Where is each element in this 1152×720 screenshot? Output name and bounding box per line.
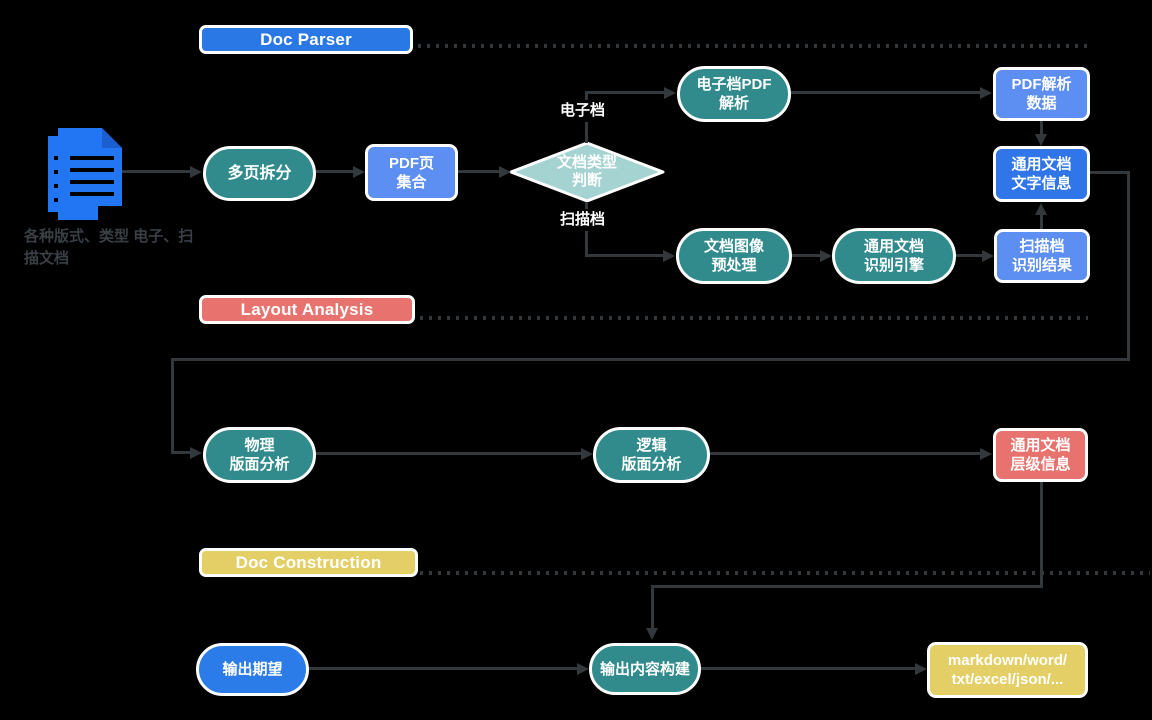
node-doc-type-decision-line1: 文档类型 xyxy=(556,154,617,171)
connector-decision-epdf xyxy=(585,91,665,94)
layout-analysis-dotted-rule xyxy=(420,316,1088,320)
branch-label-electronic: 电子档 xyxy=(556,100,610,122)
connector-decision-preprocess xyxy=(585,254,664,257)
node-epdf-parse-line2: 解析 xyxy=(718,95,749,112)
connector-physical-logical xyxy=(316,452,582,455)
arrowhead-icon-split xyxy=(190,166,202,178)
connector-icon-split xyxy=(122,170,191,173)
doc-construction-dotted-rule xyxy=(420,571,1150,575)
document-stack-icon xyxy=(46,126,126,227)
connector-logical-hierarchy xyxy=(710,452,981,455)
connector-preprocess-ocr xyxy=(792,254,822,257)
section-header-layout-analysis-label: Layout Analysis xyxy=(240,299,374,319)
node-output-formats: markdown/word/ txt/excel/json/... xyxy=(927,642,1088,698)
connector-epdf-parsedata xyxy=(791,91,981,94)
arrowhead-preprocess-ocr xyxy=(820,250,832,262)
node-output-build: 输出内容构建 xyxy=(589,643,701,695)
arrowhead-pdfpages-decision xyxy=(499,166,511,178)
node-image-preprocess-line1: 文档图像 xyxy=(703,238,764,255)
node-doc-text-info: 通用文档 文字信息 xyxy=(993,146,1090,202)
arrowhead-decision-epdf xyxy=(664,87,676,99)
section-header-layout-analysis: Layout Analysis xyxy=(199,295,415,324)
node-doc-type-decision: 文档类型 判断 xyxy=(508,141,666,203)
node-pdf-page-collection-line1: PDF页 xyxy=(388,154,434,172)
branch-label-electronic-text: 电子档 xyxy=(560,102,606,119)
source-doc-caption-line1: 各种版式、类型 xyxy=(24,228,130,245)
node-logical-layout-line1: 逻辑 xyxy=(636,437,667,454)
node-physical-layout: 物理 版面分析 xyxy=(203,427,316,483)
arrowhead-parsedata-textinfo xyxy=(1035,134,1047,146)
connector-parsedata-textinfo xyxy=(1040,121,1043,136)
node-logical-layout: 逻辑 版面分析 xyxy=(593,427,710,483)
node-ocr-engine-line1: 通用文档 xyxy=(863,238,924,255)
node-pdf-parse-data-line2: 数据 xyxy=(1026,95,1057,112)
node-pdf-page-collection: PDF页 集合 xyxy=(365,144,458,201)
node-output-formats-line1: markdown/word/ xyxy=(947,652,1068,669)
node-scan-result: 扫描档 识别结果 xyxy=(994,229,1090,283)
node-epdf-parse-line1: 电子档PDF xyxy=(696,76,772,93)
node-physical-layout-line2: 版面分析 xyxy=(229,456,290,473)
connector-build-formats xyxy=(701,667,916,670)
node-doc-type-decision-label: 文档类型 判断 xyxy=(508,141,666,203)
section-header-doc-parser-label: Doc Parser xyxy=(260,29,352,49)
arrowhead-into-physical xyxy=(190,447,202,459)
arrowhead-epdf-parsedata xyxy=(980,87,992,99)
connector-hierarchy-left xyxy=(651,585,1043,588)
connector-ocr-scanresult xyxy=(956,254,983,257)
connector-textinfo-right xyxy=(1090,171,1130,174)
node-pdf-page-collection-line2: 集合 xyxy=(396,173,427,191)
node-pdf-parse-data-line1: PDF解析 xyxy=(1011,76,1072,93)
branch-label-scanned-text: 扫描档 xyxy=(560,211,606,228)
branch-label-scanned: 扫描档 xyxy=(556,209,610,231)
node-output-build-label: 输出内容构建 xyxy=(599,660,690,678)
node-ocr-engine-line2: 识别引擎 xyxy=(863,257,924,274)
connector-hierarchy-down xyxy=(1040,482,1043,588)
connector-across-left xyxy=(171,358,1130,361)
arrowhead-ocr-scanresult xyxy=(982,250,994,262)
node-doc-text-info-line2: 文字信息 xyxy=(1011,175,1072,192)
connector-left-down xyxy=(171,358,174,453)
node-doc-hierarchy: 通用文档 层级信息 xyxy=(993,428,1088,482)
connector-down-outputbuild xyxy=(651,585,654,630)
node-scan-result-line1: 扫描档 xyxy=(1019,238,1065,255)
node-output-expectation-label: 输出期望 xyxy=(222,661,283,678)
connector-pdfpages-decision xyxy=(458,170,500,173)
arrowhead-physical-logical xyxy=(581,448,593,460)
section-header-doc-construction: Doc Construction xyxy=(199,548,418,577)
arrowhead-build-formats xyxy=(915,663,927,675)
node-physical-layout-line1: 物理 xyxy=(244,437,275,454)
node-output-expectation: 输出期望 xyxy=(196,643,309,696)
node-ocr-engine: 通用文档 识别引擎 xyxy=(832,228,956,284)
node-image-preprocess: 文档图像 预处理 xyxy=(676,228,792,284)
source-doc-caption: 各种版式、类型 电子、扫描文档 xyxy=(24,226,194,270)
node-doc-hierarchy-line2: 层级信息 xyxy=(1010,456,1071,473)
node-epdf-parse: 电子档PDF 解析 xyxy=(677,66,791,122)
connector-scanresult-textinfo xyxy=(1040,214,1043,229)
arrowhead-down-outputbuild xyxy=(646,628,658,640)
node-doc-hierarchy-line1: 通用文档 xyxy=(1010,437,1071,454)
node-scan-result-line2: 识别结果 xyxy=(1011,257,1072,274)
section-header-doc-construction-label: Doc Construction xyxy=(235,552,382,572)
node-multipage-split: 多页拆分 xyxy=(203,146,316,201)
arrowhead-scanresult-textinfo xyxy=(1035,203,1047,215)
node-doc-type-decision-line2: 判断 xyxy=(571,172,602,189)
node-multipage-split-label: 多页拆分 xyxy=(227,165,292,182)
source-doc-caption-line2: 电子、扫描文档 xyxy=(24,228,194,267)
node-image-preprocess-line2: 预处理 xyxy=(711,257,757,274)
arrowhead-decision-preprocess xyxy=(663,250,675,262)
node-pdf-parse-data: PDF解析 数据 xyxy=(993,67,1090,121)
arrowhead-logical-hierarchy xyxy=(980,448,992,460)
doc-parser-dotted-rule xyxy=(418,44,1090,48)
connector-expect-build xyxy=(309,667,578,670)
connector-into-physical xyxy=(171,451,191,454)
node-output-formats-line2: txt/excel/json/... xyxy=(951,671,1064,688)
arrowhead-split-pdfpages xyxy=(353,166,365,178)
section-header-doc-parser: Doc Parser xyxy=(199,25,413,54)
arrowhead-expect-build xyxy=(577,663,589,675)
node-logical-layout-line2: 版面分析 xyxy=(621,456,682,473)
connector-right-down xyxy=(1127,171,1130,361)
connector-split-pdfpages xyxy=(316,170,354,173)
node-doc-text-info-line1: 通用文档 xyxy=(1011,156,1072,173)
